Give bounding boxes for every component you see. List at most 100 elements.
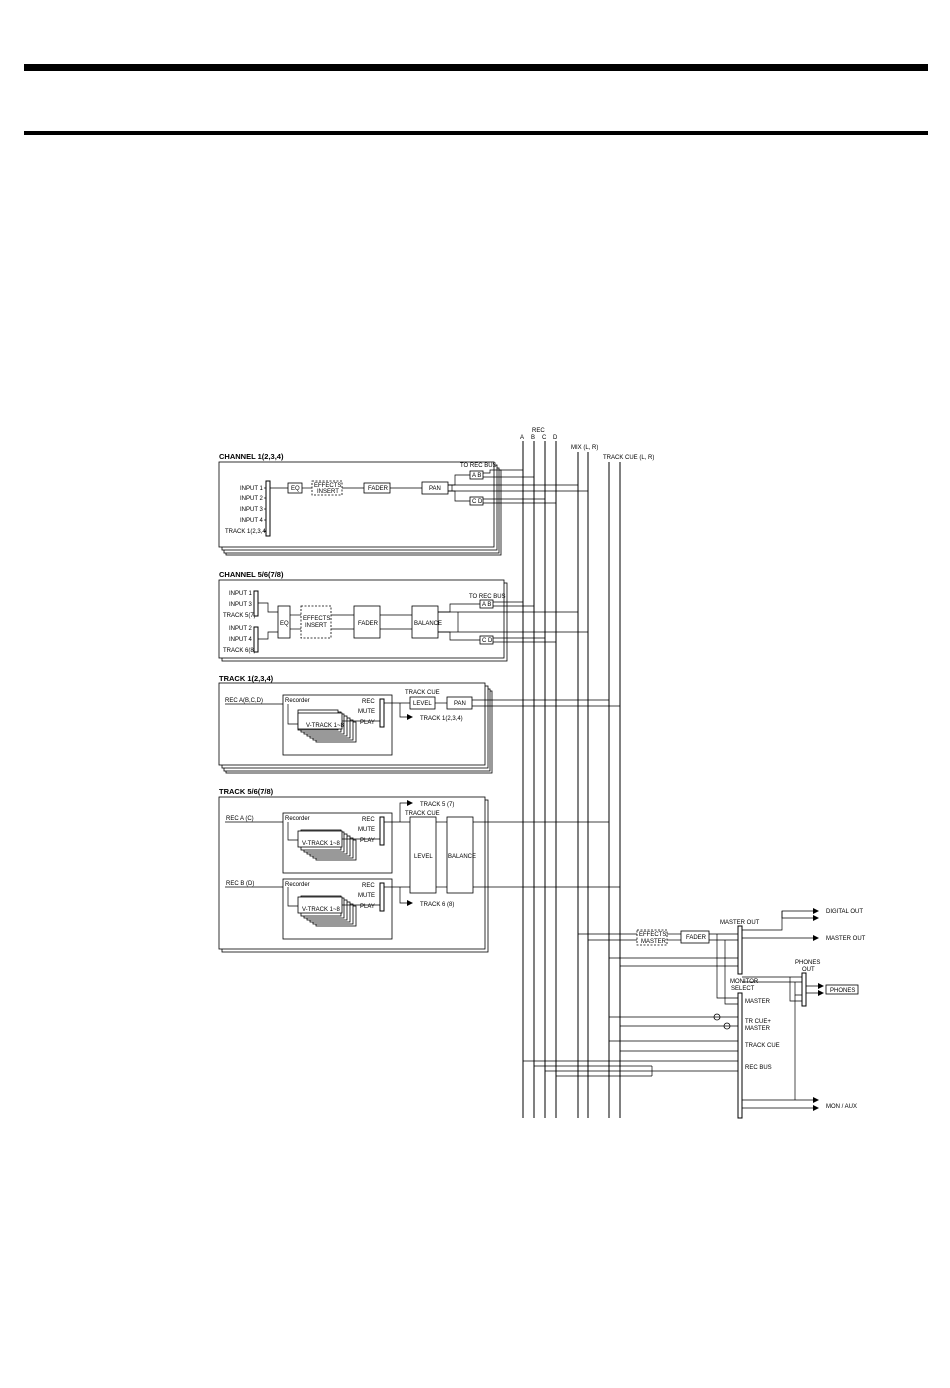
tr5-balance-box [446,816,474,894]
tr5-rec-a-input: REC A (C) [226,816,254,822]
effects-master-box [636,929,668,946]
master-out-label: MASTER OUT [720,920,760,926]
tr5-recorder-a-label: Recorder [285,816,310,822]
tr1-recorder-label: Recorder [285,698,310,704]
top-rule-thin [24,131,928,135]
ch5-ab-label: A B [482,602,491,608]
effects-master-line1: EFFECTS [639,932,666,938]
ch5-bottom-selector [253,626,259,653]
ch5-eq-box [277,605,291,639]
digital-out-label: DIGITAL OUT [826,909,863,915]
tr1-rec-input: REC A(B,C,D) [225,698,263,704]
monitor-select-bar [737,992,743,1119]
track-5678-title: TRACK 5/6(7/8) [219,787,274,796]
tr5-switch-a-bar [379,816,385,846]
track-cue-bus-label: TRACK CUE (L, R) [603,455,654,461]
ch5-balance-box [411,605,439,639]
tr5-balance-label: BALANCE [448,854,476,860]
vertical-bus-lines [522,441,621,1118]
ch5-input-1: INPUT 1 [229,591,253,597]
tr5-play-a-label: PLAY [360,838,375,844]
phones-out-line1: PHONES [795,960,820,966]
tr5-track-cue-label: TRACK CUE [405,811,440,817]
tr5-vtrack-stack-a [297,829,357,861]
ch5-insert-label: INSERT [305,623,327,629]
ch1-input-selector [265,480,271,537]
bus-letter-a: A [520,435,524,441]
ch5-eq-label: EQ [280,621,289,627]
monitor-select-line2: SELECT [731,986,755,992]
monsel-master-label: MASTER [745,999,771,1005]
mon-aux-label: MON / AUX [826,1104,857,1110]
tr1-mute-label: MUTE [358,709,375,715]
tr1-rec-label: REC [362,699,375,705]
tr1-level-label: LEVEL [413,701,432,707]
ch1-input-2: INPUT 2 [240,496,264,502]
tr1-play-label: PLAY [360,720,375,726]
tr5-mute-b-label: MUTE [358,893,375,899]
track-1234-title: TRACK 1(2,3,4) [219,674,274,683]
tr1-vtrack-stack [297,709,357,743]
ch1-to-rec-bus-label: TO REC BUS [460,463,497,469]
master-out-selector [737,925,743,975]
bus-labels: REC A B C D MIX (L, R) TRACK CUE (L, R) [520,428,654,461]
phones-output-label: PHONES [830,988,855,994]
ch5-track-6: TRACK 6(8) [223,648,256,654]
ch1-input-track: TRACK 1(2,3,4) [225,529,268,535]
tr5-play-b-label: PLAY [360,904,375,910]
phones-out-selector [801,972,807,1007]
ch5-input-4: INPUT 4 [229,637,253,643]
ch1-input-4: INPUT 4 [240,518,264,524]
tr5-vtrack-b-label: V-TRACK 1~8 [302,907,341,913]
ch5-effects-label: EFFECTS [303,616,330,622]
monsel-rec-bus-label: REC BUS [745,1065,772,1071]
bus-letter-c: C [542,435,547,441]
tr5-rec-a-label: REC [362,817,375,823]
channel-1234-frame [218,461,495,548]
bus-letter-b: B [531,435,535,441]
tr5-switch-b-bar [379,882,385,912]
ch5-cd-label: C D [482,638,493,644]
tr1-out-label: TRACK 1(2,3,4) [420,716,463,722]
monsel-track-cue-label: TRACK CUE [745,1043,780,1049]
ch1-effects-label: EFFECTS [314,483,341,489]
tr1-pan-label: PAN [454,701,466,707]
ch1-ab-switch [469,470,484,480]
ch5-top-selector [253,590,259,617]
ch5-effects-insert-box [300,605,332,639]
ch1-ab-label: A B [472,473,481,479]
tr5-rec-b-input: REC B (D) [226,881,254,887]
ch1-insert-label: INSERT [317,489,339,495]
ch1-input-1: INPUT 1 [240,486,264,492]
tr1-track-cue-label: TRACK CUE [405,690,440,696]
ch5-track-5: TRACK 5(7) [223,613,256,619]
tr1-pan-box [446,696,473,710]
tr5-out-top-label: TRACK 5 (7) [420,802,454,808]
ch1-pan-box [421,481,449,495]
tr1-vtrack-label: V-TRACK 1~8 [306,723,345,729]
monsel-trcue-line2: MASTER [745,1026,771,1032]
effects-master-line2: MASTER [641,939,667,945]
channel-1234-block: CHANNEL 1(2,3,4) INPUT 1 INPUT 2 INPUT 3… [218,452,588,556]
top-rule-thick [24,64,928,71]
ch5-cd-switch [479,635,494,645]
ch5-input-3: INPUT 3 [229,602,253,608]
phones-out-line2: OUT [802,967,815,973]
ch5-fader-label: FADER [358,621,379,627]
master-fader-box [680,930,710,944]
monsel-trcue-line1: TR CUE+ [745,1019,771,1025]
ch1-eq-label: EQ [291,486,300,492]
ch1-pan-label: PAN [429,486,441,492]
ch5-ab-switch [479,599,494,609]
track-1234-block: TRACK 1(2,3,4) REC A(B,C,D) Recorder V-T… [218,674,620,774]
ch5-balance-label: BALANCE [414,621,442,627]
phones-output-box [825,984,859,995]
bus-letter-d: D [553,435,558,441]
tr5-vtrack-stack-b [297,895,357,927]
master-out-output-label: MASTER OUT [826,936,866,942]
tr5-recorder-b-label: Recorder [285,882,310,888]
mix-bus-label: MIX (L, R) [571,445,598,451]
channel-1234-title: CHANNEL 1(2,3,4) [219,452,284,461]
ch1-cd-label: C D [472,499,483,505]
